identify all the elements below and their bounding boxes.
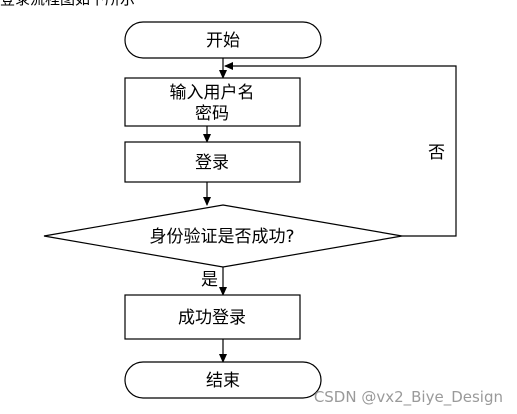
input-label-line1: 输入用户名 [170, 83, 255, 103]
decision-label: 身份验证是否成功? [149, 227, 294, 247]
end-label: 结束 [206, 371, 240, 391]
success-label: 成功登录 [178, 308, 246, 328]
login-process [124, 141, 301, 183]
end-terminator [124, 361, 322, 399]
top-caption: 登录流程图如下所示 [0, 0, 135, 9]
success-process [124, 294, 301, 340]
arrow-no-loop [224, 62, 457, 237]
start-label: 开始 [206, 31, 240, 51]
edge-label-yes: 是 [201, 270, 218, 290]
login-label: 登录 [195, 153, 229, 173]
edge-label-no: 否 [428, 143, 445, 163]
input-label-line2: 密码 [195, 104, 229, 124]
watermark: CSDN @vx2_Biye_Design [313, 388, 503, 406]
input-process [124, 77, 301, 127]
